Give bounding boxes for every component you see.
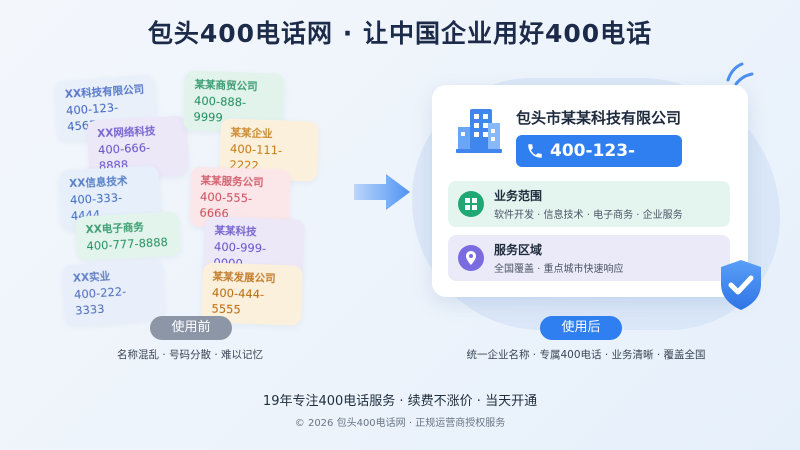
service-area-desc: 全国覆盖 · 重点城市快速响应 [494,264,624,275]
phone-icon [528,144,542,158]
grid-icon [458,191,484,217]
service-area-title: 服务区域 [494,243,543,257]
shield-check-icon [721,260,761,310]
before-card: XX电子商务 400-777-8888 [74,211,182,261]
before-caption: 名称混乱 · 号码分散 · 难以记忆 [116,349,264,361]
signal-icon [726,62,754,86]
before-card: XX实业 400-222-3333 [62,258,166,326]
business-scope-desc: 软件开发 · 信息技术 · 电子商务 · 企业服务 [494,210,683,221]
business-scope-title: 业务范围 [494,189,543,203]
company-card: 包头市某某科技有限公司 400-123-4567 业务范围 软件开发 · 信息技… [432,85,748,297]
business-scope-box: 业务范围 软件开发 · 信息技术 · 电子商务 · 企业服务 [448,181,730,227]
service-area-box: 服务区域 全国覆盖 · 重点城市快速响应 [448,235,730,281]
before-label: 使用前 [150,316,232,340]
after-caption: 统一企业名称 · 专属400电话 · 业务清晰 · 覆盖全国 [466,349,706,361]
after-label: 使用后 [540,316,622,340]
footer-tagline: 19年专注400电话服务 · 续费不涨价 · 当天开通 [262,394,538,409]
location-pin-icon [458,245,484,271]
building-icon [456,109,502,153]
phone-button[interactable]: 400-123-4567 [516,135,682,193]
footer-copyright: © 2026 包头400电话网 · 正规运营商授权服务 [294,418,506,429]
arrow-right-icon [354,174,410,210]
page-title: 包头400电话网 · 让中国企业用好400电话 [147,19,653,48]
company-name: 包头市某某科技有限公司 [516,109,682,127]
